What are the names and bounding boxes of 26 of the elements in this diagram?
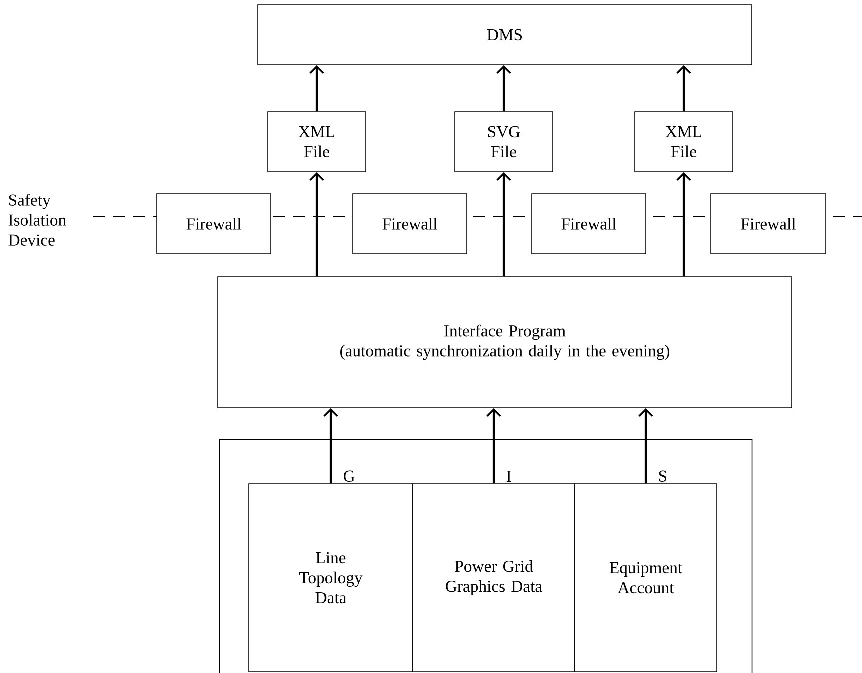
file-box: SVG File: [454, 112, 554, 172]
arrow: [676, 65, 692, 112]
arrow: [496, 172, 512, 277]
data-box: Line Topology Data: [248, 484, 414, 672]
data-box: Equipment Account: [574, 484, 718, 672]
file-box: XML File: [268, 112, 366, 172]
arrow: [486, 408, 502, 484]
container-box: [219, 439, 753, 673]
file-box: XML File: [634, 112, 734, 172]
edge-label: I: [506, 471, 512, 482]
arrow: [310, 65, 324, 112]
firewall-box: Firewall: [710, 194, 826, 254]
program-box: Interface Program (automatic synchronization daily in the evening): [218, 276, 792, 408]
firewall-box: Firewall: [532, 194, 646, 254]
arrow: [676, 172, 692, 277]
arrow: [310, 172, 324, 277]
data-box: Power Grid Graphics Data: [412, 484, 576, 672]
side-label: Safety Isolation Device: [8, 194, 66, 246]
firewall-box: Firewall: [352, 194, 468, 254]
edge-label: G: [344, 470, 355, 482]
edge-label: S: [659, 470, 667, 482]
firewall-box: Firewall: [156, 194, 272, 254]
arrow: [324, 408, 338, 484]
arrow: [638, 408, 654, 484]
arrow: [496, 65, 512, 112]
system-box: DMS: [258, 4, 752, 66]
